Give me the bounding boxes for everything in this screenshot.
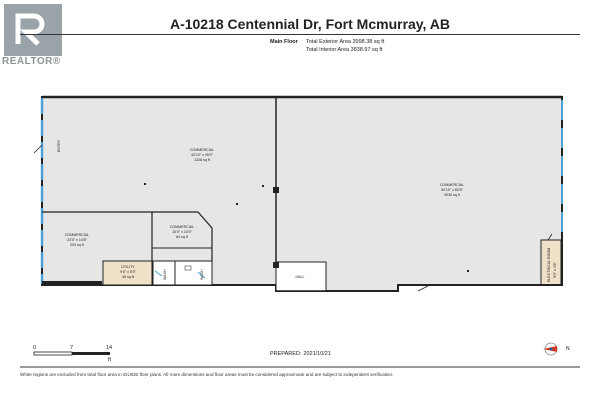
room-commercial-main-area: 1328 sq ft — [194, 158, 210, 162]
room-utility-dims: 9'0" x 5'0" — [120, 270, 136, 274]
room-commercial-small-dims: 23'0" x 14'8" — [67, 238, 87, 242]
page-title: A-10218 Centennial Dr, Fort Mcmurray, AB — [169, 16, 451, 32]
washroom-2 — [174, 260, 213, 286]
room-commercial-main-dims: 42'10" x 45'0" — [191, 153, 213, 157]
scale-tick-7: 7 — [70, 345, 74, 351]
room-wash-1-label: WASH — [163, 269, 167, 280]
wall-commercial-angled — [152, 211, 213, 262]
room-commercial-large-name: COMMERCIAL — [440, 183, 464, 187]
wall-bottom-left — [42, 281, 102, 286]
interior-area: Total Interior Area 3838.97 sq ft — [306, 47, 383, 53]
room-commercial-large-dims: 50'10" x 60'8" — [441, 188, 463, 192]
room-commercial-small-name: COMMERCIAL — [65, 233, 89, 237]
realtor-reg-mark: ® — [52, 56, 61, 67]
room-hall-label: HALL — [296, 275, 305, 279]
disclaimer: White regions are excluded from total fl… — [20, 372, 394, 377]
room-commercial-angled-dims: 10'0" x 10'0" — [172, 230, 192, 234]
room-commercial-angled-name: COMMERCIAL — [170, 225, 194, 229]
door-electrical — [547, 233, 553, 241]
realtor-logo-mark — [4, 4, 62, 56]
room-utility-name: UTILITY — [121, 265, 135, 269]
realtor-logo-text: REALTOR — [2, 56, 53, 67]
exterior-area: Total Exterior Area 3998.38 sq ft — [306, 39, 385, 45]
scale-bar — [33, 351, 110, 356]
room-electrical-dims: 9'0" x 4'8" — [553, 262, 557, 278]
room-utility-area: 45 sq ft — [122, 275, 134, 279]
wash-fixture-3 — [197, 271, 206, 279]
utility-room — [102, 260, 153, 286]
room-entry-label: ENTRY — [57, 139, 61, 152]
floor-name: Main Floor — [270, 39, 298, 45]
door-bottom — [417, 285, 429, 292]
scale-tick-14: 14 — [106, 345, 113, 351]
prepared-label: PREPARED: — [270, 351, 302, 357]
wash-fixture-2 — [184, 265, 192, 271]
scale-tick-0: 0 — [33, 345, 37, 351]
column-block — [273, 187, 279, 193]
room-commercial-large-area: 3036 sq ft — [444, 193, 460, 197]
scale-unit: ft — [108, 357, 112, 363]
wall-markers — [144, 183, 469, 272]
compass-icon — [543, 342, 558, 356]
room-commercial-angled-area: 84 sq ft — [176, 235, 188, 239]
compass-label: N — [566, 346, 570, 352]
door-entry — [33, 144, 43, 154]
hall-block — [273, 262, 279, 268]
electrical-room — [540, 239, 562, 286]
realtor-logo: REALTOR® — [0, 0, 70, 72]
room-electrical-name: ELECTRICAL ROOM — [547, 248, 551, 282]
wash-fixture-1 — [154, 270, 163, 277]
prepared-date: PREPARED:2021/10/21 — [270, 351, 331, 357]
room-commercial-main-name: COMMERCIAL — [190, 148, 214, 152]
prepared-value: 2021/10/21 — [303, 351, 331, 357]
room-wash-2-label: WASH — [200, 269, 204, 280]
room-commercial-small-area: 293 sq ft — [70, 243, 84, 247]
title-divider — [20, 34, 580, 35]
